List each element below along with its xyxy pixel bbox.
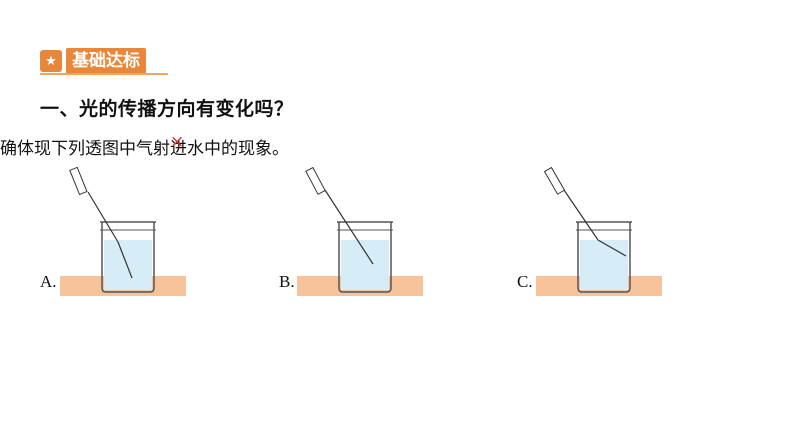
star-icon: ★	[40, 50, 62, 72]
badge-label: 基础达标	[66, 48, 146, 74]
option-c-label: C.	[517, 272, 533, 291]
option-b-label: B.	[279, 272, 295, 291]
straw-c	[563, 189, 599, 241]
figure-c	[536, 166, 662, 296]
glass-b	[338, 222, 392, 293]
glass-a	[101, 222, 155, 293]
pencil-b	[305, 166, 326, 195]
water-a	[104, 240, 152, 290]
figure-a	[60, 166, 186, 296]
straw-a	[87, 191, 119, 243]
question-text: 确体现下列透图中气射进水中的现象。	[0, 139, 289, 159]
water-b	[341, 240, 389, 290]
figure-b	[297, 166, 423, 296]
option-a-label: A.	[40, 272, 57, 291]
red-mark: ×	[170, 132, 185, 152]
water-c	[580, 240, 628, 290]
glass-c	[577, 222, 631, 293]
section-badge: ★ 基础达标	[40, 48, 166, 74]
pencil-c	[543, 166, 566, 195]
badge-underline	[40, 73, 168, 75]
section-title: 一、光的传播方向有变化吗？	[40, 98, 294, 120]
pencil-a	[69, 166, 88, 196]
straw-b	[324, 189, 374, 265]
